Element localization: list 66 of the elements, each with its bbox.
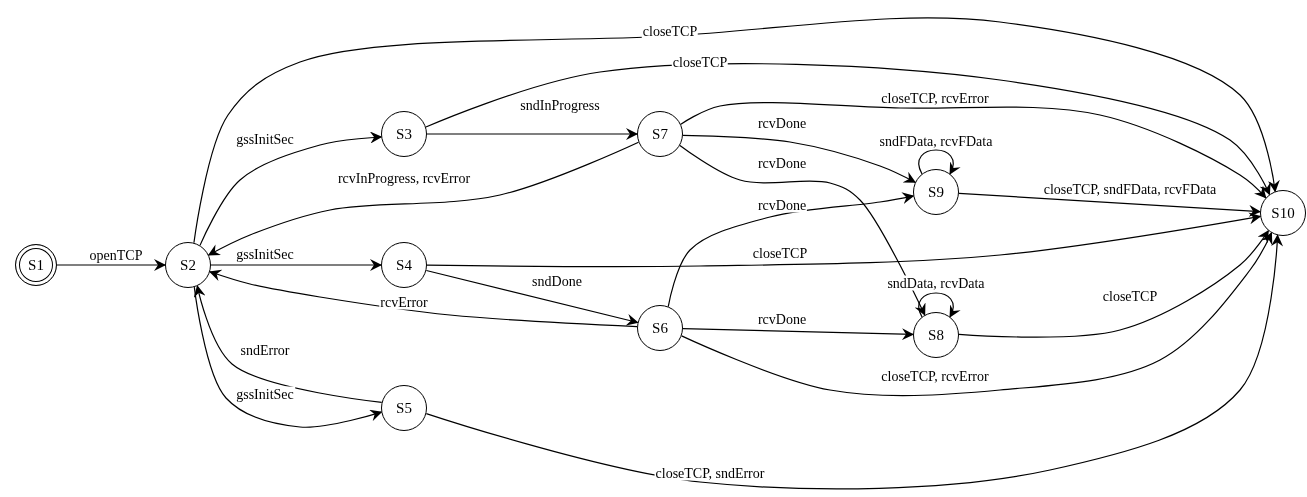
edge-label: sndError: [239, 342, 291, 358]
transition-arrow: [958, 192, 1262, 217]
edge-label: sndFData, rcvFData: [878, 133, 994, 149]
transition-arrow: [958, 229, 1269, 338]
transition-arrow: [682, 327, 914, 341]
edge-label: rcvDone: [756, 197, 808, 213]
state-circle: [165, 242, 211, 288]
edge-label: closeTCP: [1101, 288, 1159, 304]
state-label: S7: [652, 125, 668, 143]
state-label: S10: [1271, 204, 1295, 222]
state-label: S5: [396, 399, 412, 417]
transition-arrow: [209, 269, 638, 328]
transition-arrow: [193, 285, 383, 403]
edge-label: closeTCP, sndError: [654, 465, 766, 481]
state-circle: [637, 111, 683, 157]
edge-label: rcvError: [379, 294, 429, 310]
state-circle: [913, 169, 959, 215]
state-label: S2: [180, 256, 196, 274]
edge-label: rcvInProgress, rcvError: [336, 170, 472, 186]
state-label: S8: [928, 326, 944, 344]
edge-label: closeTCP, rcvError: [880, 368, 990, 384]
transition-arrow: [199, 131, 383, 246]
transition-arrow: [426, 128, 638, 140]
state-label: S6: [652, 319, 668, 337]
transition-arrow: [425, 234, 1283, 490]
edge-label: gssInitSec: [235, 131, 295, 147]
transition-arrow: [425, 269, 639, 326]
transition-arrow: [207, 141, 640, 256]
state-circle: [1260, 190, 1306, 236]
state-label: S3: [396, 125, 412, 143]
transition-arrow: [193, 286, 383, 428]
transition-arrow: [210, 259, 382, 271]
transition-arrow: [679, 144, 926, 316]
edge-label: closeTCP: [751, 245, 809, 261]
edge-label: rcvDone: [756, 155, 808, 171]
edge-label: gssInitSec: [235, 386, 295, 402]
transition-arrow: [680, 102, 1267, 199]
edge-label: closeTCP, sndFData, rcvFData: [1042, 181, 1218, 197]
transition-arrow: [681, 232, 1273, 397]
transition-arrow: [682, 134, 916, 183]
transition-arrow: [425, 63, 1271, 196]
start-state-circle: [15, 244, 57, 286]
edge-label: rcvDone: [756, 115, 808, 131]
state-circle: [381, 111, 427, 157]
edge-label: sndInProgress: [519, 97, 601, 113]
state-label: S4: [396, 256, 412, 274]
transition-arrow: [667, 192, 915, 308]
state-circle: [381, 385, 427, 431]
edge-label: closeTCP: [641, 23, 699, 39]
state-circle: [913, 312, 959, 358]
state-label: S1: [28, 256, 44, 274]
transition-arrow: [426, 212, 1262, 268]
state-circle: [381, 242, 427, 288]
edge-label: sndData, rcvData: [886, 275, 986, 291]
edge-label: rcvDone: [756, 311, 808, 327]
edge-label: sndDone: [531, 273, 583, 289]
state-label: S9: [928, 183, 944, 201]
edge-label: gssInitSec: [235, 246, 295, 262]
edge-label: closeTCP, rcvError: [880, 90, 990, 106]
edge-label: closeTCP: [671, 54, 729, 70]
transition-arrow: [193, 17, 1280, 244]
state-circle: [637, 305, 683, 351]
transition-arrow: [918, 292, 960, 318]
edge-label: openTCP: [88, 247, 144, 263]
transition-arrow: [56, 259, 166, 271]
transition-arrow: [918, 149, 960, 175]
